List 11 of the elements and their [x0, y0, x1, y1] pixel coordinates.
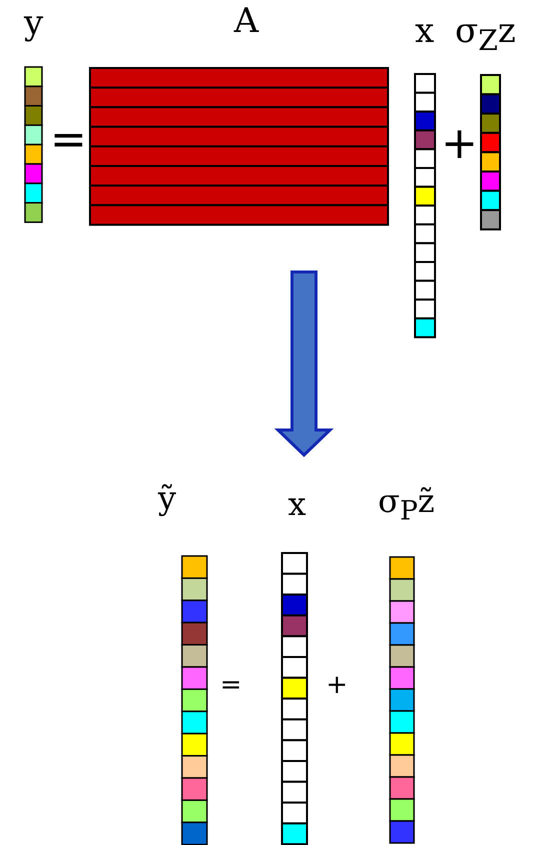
variable-label: x — [415, 14, 434, 48]
plus-sign: + — [441, 122, 478, 166]
variable-label: x — [288, 488, 306, 520]
variable-label: y — [24, 6, 44, 40]
matrix-label: A — [234, 4, 259, 38]
plus-sign: + — [326, 672, 348, 698]
variable-label: ỹ — [158, 482, 176, 514]
equals-sign: = — [50, 118, 87, 162]
equals-sign: = — [220, 672, 242, 698]
variable-label: σ$_{P}$z̃ — [378, 485, 435, 526]
variable-label: σ$_{Z}$z — [455, 14, 516, 56]
